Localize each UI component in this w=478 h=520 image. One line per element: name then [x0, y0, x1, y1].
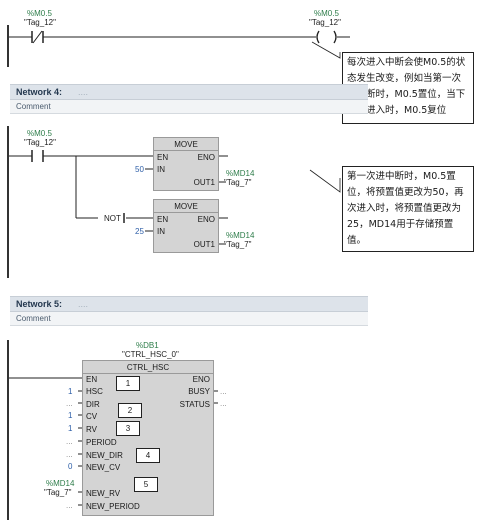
- network4-comment-label: Comment: [16, 102, 51, 111]
- status-value[interactable]: ...: [220, 399, 227, 408]
- contact-address: %M0.5: [27, 9, 52, 18]
- move2-out-address: %MD14: [226, 231, 255, 240]
- hsc-eno: ENO: [192, 375, 210, 384]
- move1-in-value[interactable]: 50: [135, 165, 144, 174]
- coil-tag: "Tag_12": [309, 18, 341, 27]
- pin-new-rv: NEW_RV: [86, 489, 121, 498]
- db-tag[interactable]: "CTRL_HSC_0": [122, 350, 179, 359]
- new-period-value[interactable]: ...: [66, 501, 73, 510]
- coil-address: %M0.5: [314, 9, 339, 18]
- new-rv-address: %MD14: [46, 479, 75, 488]
- marker-4: 4: [136, 448, 160, 463]
- db-address: %DB1: [136, 341, 159, 350]
- network4-header[interactable]: Network 4: ....: [10, 84, 368, 100]
- marker-3: 3: [116, 421, 140, 436]
- pin-status: STATUS: [179, 400, 210, 409]
- toggle-coil[interactable]: [315, 29, 339, 45]
- move1-out-tag[interactable]: "Tag_7": [224, 178, 252, 187]
- network5-title-dots: ....: [78, 299, 89, 309]
- power-rail-network5: [7, 340, 9, 520]
- move1-out: OUT1: [193, 178, 215, 187]
- marker-1: 1: [116, 376, 140, 391]
- contact-tag: "Tag_12": [24, 18, 56, 27]
- network5-comment[interactable]: Comment: [10, 312, 368, 326]
- ctrl-hsc-title: CTRL_HSC: [126, 363, 170, 372]
- ctrl-hsc-block[interactable]: CTRL_HSC EN ENO HSC DIR CV RV PERIOD NEW…: [82, 360, 214, 516]
- network5-comment-label: Comment: [16, 314, 51, 323]
- power-rail-network3: [7, 25, 9, 67]
- move-block-1[interactable]: MOVE EN ENO IN OUT1: [153, 137, 219, 191]
- not-label: NOT: [104, 214, 121, 223]
- network4-title-dots: ....: [78, 87, 89, 97]
- network4-title: Network 4:: [16, 87, 63, 97]
- move2-in-value[interactable]: 25: [135, 227, 144, 236]
- busy-value[interactable]: ...: [220, 387, 227, 396]
- move2-eno: ENO: [197, 215, 215, 224]
- new-dir-value[interactable]: ...: [66, 450, 73, 459]
- move-block-2-title: MOVE: [174, 202, 198, 211]
- pin-rv: RV: [86, 425, 97, 434]
- dir-value[interactable]: ...: [66, 399, 73, 408]
- network5-title: Network 5:: [16, 299, 63, 309]
- cv-value[interactable]: 1: [68, 411, 73, 420]
- n4-contact-address: %M0.5: [27, 129, 52, 138]
- move2-en: EN: [157, 215, 169, 224]
- move2-out-tag[interactable]: "Tag_7": [224, 240, 252, 249]
- move1-en: EN: [157, 153, 169, 162]
- new-cv-value[interactable]: 0: [68, 462, 73, 471]
- move-block-1-title: MOVE: [174, 140, 198, 149]
- pin-new-period: NEW_PERIOD: [86, 502, 140, 511]
- pin-busy: BUSY: [188, 387, 210, 396]
- power-rail-network4: [7, 126, 9, 278]
- pin-hsc: HSC: [86, 387, 103, 396]
- n4-contact[interactable]: [30, 148, 46, 164]
- negated-contact[interactable]: [30, 29, 46, 45]
- move2-out: OUT1: [193, 240, 215, 249]
- pin-period: PERIOD: [86, 438, 117, 447]
- network4-comment[interactable]: Comment: [10, 100, 368, 114]
- marker-5: 5: [134, 477, 158, 492]
- rv-value[interactable]: 1: [68, 424, 73, 433]
- move2-in: IN: [157, 227, 165, 236]
- hsc-en: EN: [86, 375, 98, 384]
- pin-cv: CV: [86, 412, 98, 421]
- pin-new-dir: NEW_DIR: [86, 451, 123, 460]
- move-block-2[interactable]: MOVE EN ENO IN OUT1: [153, 199, 219, 253]
- pin-new-cv: NEW_CV: [86, 463, 121, 472]
- n4-contact-tag: "Tag_12": [24, 138, 56, 147]
- network4-callout: 第一次进中断时，M0.5置位，将预置值更改为50，再次进入时，将预置值更改为25…: [342, 166, 474, 252]
- network3-callout: 每次进入中断会使M0.5的状态发生改变，例如当第一次进中断时，M0.5置位，当下…: [342, 52, 474, 124]
- hsc-value[interactable]: 1: [68, 387, 73, 396]
- marker-2: 2: [118, 403, 142, 418]
- move1-eno: ENO: [197, 153, 215, 162]
- move1-out-address: %MD14: [226, 169, 255, 178]
- pin-dir: DIR: [86, 400, 100, 409]
- period-value[interactable]: ...: [66, 437, 73, 446]
- new-rv-tag[interactable]: "Tag_7": [44, 488, 72, 497]
- network5-header[interactable]: Network 5: ....: [10, 296, 368, 312]
- move1-in: IN: [157, 165, 165, 174]
